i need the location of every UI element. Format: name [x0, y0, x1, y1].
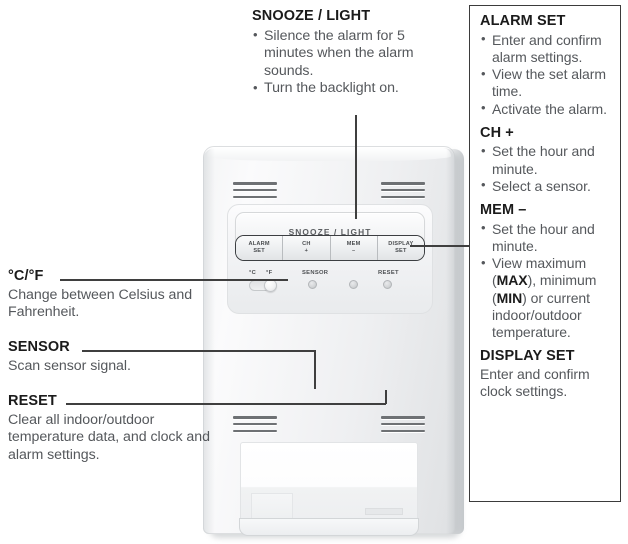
speaker-grille-bottom-left [233, 416, 277, 438]
device-celsius-label: °C [249, 270, 257, 276]
list-item: Turn the backlight on. [252, 80, 452, 97]
device-control-row: °C °F SENSOR RESET [235, 268, 425, 302]
annotation-reset: RESET Clear all indoor/outdoor temperatu… [8, 393, 218, 464]
device-snooze-light-label: SNOOZE / LIGHT [288, 227, 372, 237]
annotation-sensor-body: Scan sensor signal. [8, 357, 131, 374]
device-left-shading [203, 149, 215, 534]
device-celsius-fahrenheit-switch-knob[interactable] [264, 279, 277, 292]
mem-min-emphasis: MIN [496, 289, 523, 306]
device-button-alarm-set-line1: ALARM [248, 241, 270, 248]
device-button-ch-plus-line1: CH [302, 241, 311, 248]
annotation-celsius-fahrenheit-body: Change between Celsius and Fahrenheit. [8, 286, 193, 321]
leader-line-button-strip [410, 245, 470, 247]
annotation-display-set-body: Enter and confirm clock settings. [480, 365, 590, 400]
annotation-sensor: SENSOR Scan sensor signal. [8, 339, 208, 375]
annotation-alarm-set-title: ALARM SET [480, 13, 566, 29]
annotation-ch-plus-list: Set the hour and minute. Select a sensor… [480, 143, 612, 195]
annotation-display-set: DISPLAY SET Enter and confirm clock sett… [480, 348, 612, 400]
leader-line-snooze-light [355, 115, 357, 219]
annotation-snooze-light-title: SNOOZE / LIGHT [252, 8, 371, 24]
list-item: Activate the alarm. [480, 100, 612, 118]
device-button-mem-minus[interactable]: MEM– [330, 236, 378, 260]
device-fahrenheit-label: °F [266, 270, 273, 276]
device-battery-door-notch [251, 493, 293, 518]
device-right-shading [446, 149, 464, 534]
device-button-display-set-line2: SET [395, 248, 407, 254]
speaker-grille-top-right [381, 182, 425, 204]
device-button-mem-minus-line2: – [351, 248, 356, 254]
annotation-alarm-set: ALARM SET Enter and confirm alarm settin… [480, 13, 612, 118]
button-reference-box: ALARM SET Enter and confirm alarm settin… [469, 5, 621, 502]
device-button-ch-plus[interactable]: CH+ [283, 236, 331, 260]
list-item: Set the hour and minute. [480, 143, 612, 177]
device-reset-label: RESET [378, 270, 399, 276]
leader-line-sensor-horizontal [82, 350, 316, 352]
list-item: Select a sensor. [480, 177, 612, 195]
leader-line-celsius-fahrenheit [60, 279, 288, 281]
speaker-grille-top-left [233, 182, 277, 204]
list-item: View maximum (MAX), minimum (MIN) or cur… [480, 255, 612, 341]
leader-line-reset-vertical [385, 390, 387, 404]
leader-line-reset-horizontal [66, 403, 386, 405]
mem-bullet-part1: View maximum ( [492, 255, 587, 289]
annotation-reset-body: Clear all indoor/outdoor temperature dat… [8, 411, 210, 463]
device-button-alarm-set-line2: SET [253, 248, 265, 254]
annotation-snooze-light: SNOOZE / LIGHT Silence the alarm for 5 m… [252, 8, 452, 98]
annotation-snooze-light-list: Silence the alarm for 5 minutes when the… [252, 27, 452, 98]
device-top-bevel [207, 148, 451, 161]
device-button-mem-minus-line1: MEM [346, 241, 361, 248]
annotation-celsius-fahrenheit-title: °C/°F [8, 268, 44, 284]
list-item: Silence the alarm for 5 minutes when the… [252, 27, 452, 80]
device-stand [239, 518, 419, 536]
device-reset-button[interactable] [383, 280, 392, 289]
annotation-mem-minus-list: Set the hour and minute. View maximum (M… [480, 220, 612, 342]
annotation-celsius-fahrenheit: °C/°F Change between Celsius and Fahrenh… [8, 268, 208, 322]
list-item: Enter and confirm alarm settings. [480, 31, 612, 66]
leader-line-sensor-vertical [314, 350, 316, 389]
annotation-reset-title: RESET [8, 393, 57, 409]
annotation-mem-minus-title: MEM – [480, 202, 527, 219]
list-item: View the set alarm time. [480, 66, 612, 100]
device-button-ch-plus-line2: + [304, 248, 309, 254]
annotation-ch-plus: CH + Set the hour and minute. Select a s… [480, 125, 612, 195]
mem-bullet-part2: ), minimum ( [492, 272, 597, 306]
annotation-display-set-title: DISPLAY SET [480, 348, 575, 365]
device-sensor-button[interactable] [308, 280, 317, 289]
device-battery-door [240, 442, 418, 528]
list-item: Set the hour and minute. [480, 220, 612, 255]
mem-bullet-part3: ) or current indoor/outdoor temperature. [492, 289, 591, 341]
annotation-mem-minus: MEM – Set the hour and minute. View maxi… [480, 202, 612, 341]
annotation-alarm-set-list: Enter and confirm alarm settings. View t… [480, 31, 612, 118]
device-button-display-set-line1: DISPLAY [388, 241, 414, 248]
speaker-grille-bottom-right [381, 416, 425, 438]
device-battery-door-slot [365, 508, 403, 515]
device-sensor-label: SENSOR [302, 270, 329, 276]
device-unlabeled-button[interactable] [349, 280, 358, 289]
annotation-sensor-title: SENSOR [8, 339, 70, 355]
annotation-ch-plus-title: CH + [480, 124, 514, 141]
mem-max-emphasis: MAX [496, 272, 528, 289]
